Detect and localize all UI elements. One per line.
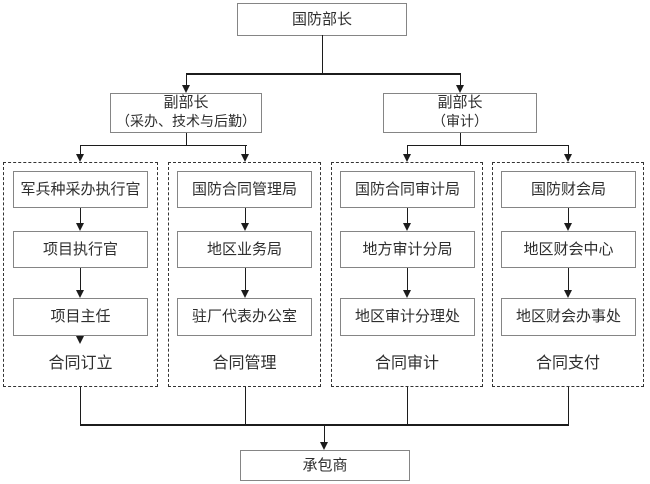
- box-defense-contract-audit-agency: 国防合同审计局: [340, 171, 475, 208]
- org-box-label: 军兵种采办执行官: [20, 181, 141, 198]
- connector-right-down: [459, 133, 461, 146]
- arrowhead-col1: [75, 153, 84, 162]
- box-deputy-audit: 副部长 （审计）: [383, 93, 537, 133]
- connector-deputy-right-stem: [459, 73, 461, 86]
- box-program-executive-officer: 项目执行官: [13, 231, 148, 268]
- connector-c2-a2: [244, 268, 246, 290]
- column-contract-audit: [331, 162, 483, 387]
- box-local-audit-branch: 地方审计分局: [340, 231, 475, 268]
- connector-deputy-left-stem: [185, 73, 187, 86]
- box-service-acquisition-executive: 军兵种采办执行官: [13, 171, 148, 208]
- box-deputy-atl: 副部长 （采办、技术与后勤）: [110, 93, 262, 133]
- org-box-label: 项目执行官: [42, 241, 118, 258]
- box-regional-audit-suboffice: 地区审计分理处: [340, 298, 475, 336]
- arrowhead-deputy-right: [455, 84, 464, 93]
- org-box-label: 国防财会局: [530, 181, 606, 198]
- box-deputy-atl-line1: 副部长: [163, 95, 209, 111]
- arrowhead-contractor: [319, 441, 328, 450]
- arrowhead-col4: [563, 153, 572, 162]
- arrowhead-deputy-left: [181, 84, 190, 93]
- connector-left-split: [79, 144, 247, 146]
- box-program-manager: 项目主任: [13, 298, 148, 336]
- box-deputy-audit-line2: （审计）: [432, 115, 488, 130]
- arrowhead-col3: [402, 153, 411, 162]
- connector-left-down: [185, 133, 187, 146]
- org-box-label: 驻厂代表办公室: [191, 309, 297, 325]
- column-label-contract-management: 合同管理: [212, 355, 277, 372]
- connector-contractor-stem: [323, 424, 325, 442]
- connector-c1-a2: [79, 268, 81, 290]
- org-box-label: 地区财会办事处: [515, 309, 621, 325]
- org-box-label: 项目主任: [50, 309, 111, 325]
- arrowhead-c1-a1: [75, 222, 84, 231]
- connector-c2-a1: [244, 208, 246, 224]
- connector-c4-a1: [567, 208, 569, 224]
- connector-minister-stem: [321, 35, 323, 74]
- org-box-label: 国防合同审计局: [354, 181, 460, 198]
- box-contractor-label: 承包商: [302, 457, 348, 474]
- column-contract-payment: [492, 162, 644, 387]
- org-box-label: 地区审计分理处: [354, 309, 460, 325]
- connector-right-split: [406, 144, 569, 146]
- box-defense-minister: 国防部长: [237, 3, 407, 36]
- box-deputy-atl-line2: （采办、技术与后勤）: [116, 115, 256, 130]
- connector-c4-down: [567, 387, 569, 426]
- box-defense-minister-label: 国防部长: [291, 11, 352, 28]
- box-defense-contract-management-agency: 国防合同管理局: [177, 171, 312, 208]
- org-box-label: 地方审计分局: [362, 241, 453, 258]
- arrowhead-c1-below-box3: [75, 336, 84, 344]
- box-regional-operations-bureau: 地区业务局: [177, 231, 312, 268]
- org-box-label: 地区业务局: [206, 241, 282, 258]
- box-resident-representative-office: 驻厂代表办公室: [177, 298, 312, 336]
- box-deputy-audit-line1: 副部长: [437, 95, 483, 111]
- arrowhead-c4-a2: [563, 289, 572, 298]
- box-defense-finance-accounting-agency: 国防财会局: [501, 171, 636, 208]
- connector-col4-stem: [567, 144, 569, 155]
- arrowhead-c3-a1: [402, 222, 411, 231]
- connector-col2-stem: [244, 144, 246, 155]
- arrowhead-c4-a1: [563, 222, 572, 231]
- org-box-label: 地区财会中心: [523, 241, 614, 258]
- connector-c3-a2: [406, 268, 408, 290]
- arrowhead-col2: [240, 153, 249, 162]
- arrowhead-c2-a2: [240, 289, 249, 298]
- column-label-contract-payment: 合同支付: [535, 355, 600, 372]
- column-label-contract-award: 合同订立: [48, 355, 113, 372]
- box-contractor: 承包商: [240, 450, 410, 481]
- connector-c4-a2: [567, 268, 569, 290]
- connector-col1-stem: [79, 144, 81, 155]
- connector-c3-a1: [406, 208, 408, 224]
- column-contract-management: [168, 162, 321, 387]
- arrowhead-c2-a1: [240, 222, 249, 231]
- box-regional-finance-office: 地区财会办事处: [501, 298, 636, 336]
- column-label-contract-audit: 合同审计: [374, 355, 439, 372]
- box-regional-finance-center: 地区财会中心: [501, 231, 636, 268]
- connector-col3-stem: [406, 144, 408, 155]
- connector-c3-down: [406, 387, 408, 426]
- arrowhead-c3-a2: [402, 289, 411, 298]
- arrowhead-c1-a2: [75, 289, 84, 298]
- connector-top-split: [185, 73, 461, 75]
- column-contract-award: [3, 162, 158, 387]
- connector-c1-a1: [79, 208, 81, 224]
- org-box-label: 国防合同管理局: [191, 181, 297, 198]
- connector-c2-down: [244, 387, 246, 426]
- connector-c1-down: [79, 387, 81, 426]
